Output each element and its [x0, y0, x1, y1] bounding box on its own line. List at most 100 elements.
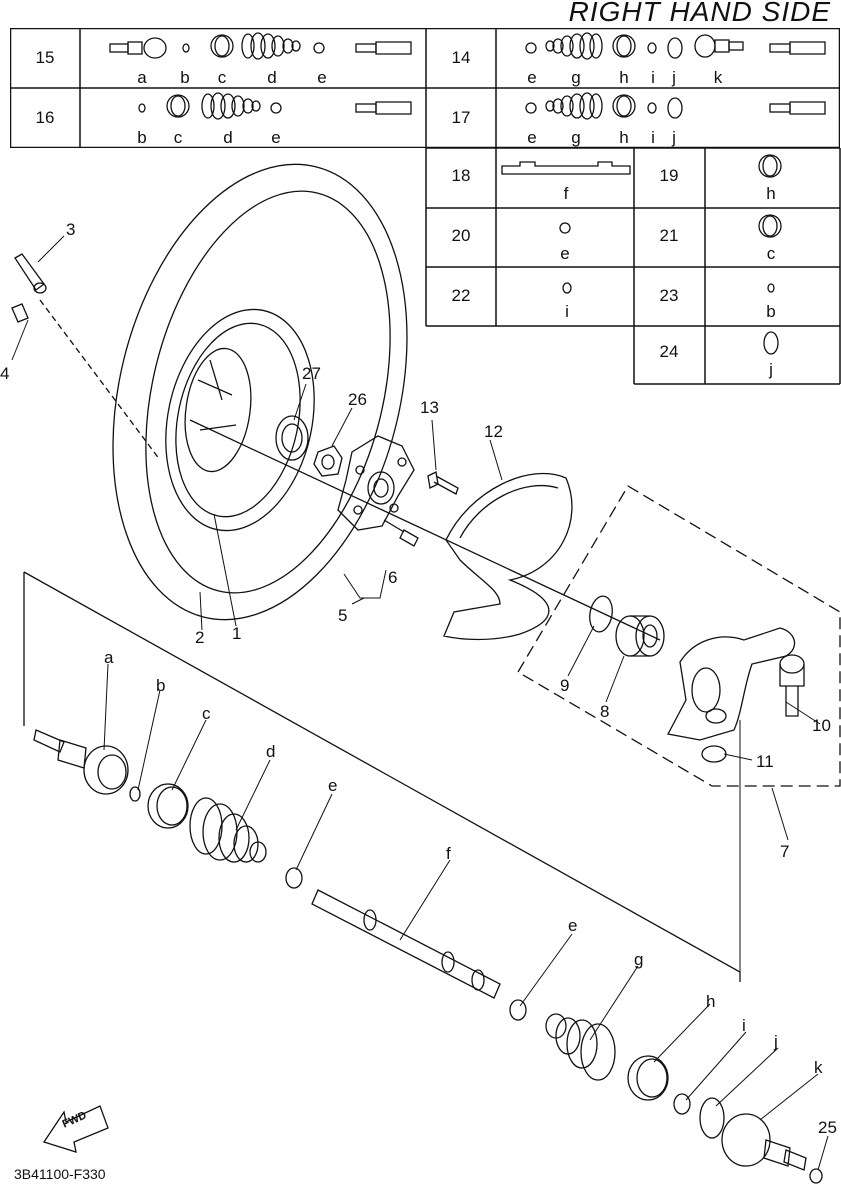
hub-bolt — [427, 471, 459, 495]
callout-label: 12 — [484, 422, 503, 441]
kit-letter: i — [651, 128, 655, 147]
knuckle-circlip — [701, 745, 727, 763]
small-kit-letter: b — [766, 302, 776, 321]
dashed-leader — [39, 299, 161, 461]
knuckle-group-outline — [517, 485, 841, 787]
kit-letter: b — [137, 128, 147, 147]
small-kit-letter: j — [769, 360, 773, 379]
circlip — [589, 595, 613, 633]
kit-letter: g — [571, 128, 581, 147]
callout-label: b — [156, 676, 166, 695]
callout-label: 27 — [302, 364, 321, 383]
kit-icons — [109, 32, 826, 120]
kit-letter: a — [137, 68, 147, 87]
kit-table-grid — [9, 27, 841, 149]
kit-letter: j — [672, 68, 676, 87]
small-kit-letter: i — [565, 302, 569, 321]
kit-letter: e — [317, 68, 327, 87]
small-kit-id: 24 — [659, 342, 679, 361]
kit-row-id: 17 — [451, 108, 471, 127]
callout-label: f — [446, 844, 451, 863]
callout-label: a — [104, 648, 114, 667]
kit-row-id: 16 — [35, 108, 55, 127]
steering-knuckle — [667, 627, 796, 741]
boot-band-large — [627, 1055, 669, 1101]
wheel-hub — [337, 435, 415, 531]
callout-label: 8 — [600, 702, 610, 721]
callout-label: 4 — [0, 364, 10, 383]
small-kit-id: 22 — [451, 286, 471, 305]
small-kit-id: 20 — [451, 226, 471, 245]
driveshaft-assembly-bracket — [23, 571, 741, 982]
kit-letter: i — [651, 68, 655, 87]
callout-label: e — [328, 776, 338, 795]
axle-centre-line — [189, 419, 661, 641]
callout-label: h — [706, 992, 716, 1011]
valve-cap — [11, 303, 29, 323]
small-kit-id: 21 — [659, 226, 679, 245]
callout-label: 26 — [348, 390, 367, 409]
kit-letter: e — [527, 68, 537, 87]
kit-letter: j — [672, 128, 676, 147]
kit-letter: e — [527, 128, 537, 147]
cv-retaining-ring — [699, 1097, 725, 1139]
oil-seal — [275, 415, 309, 461]
cv-boot-inner — [545, 1013, 616, 1081]
kit-letter: h — [619, 68, 629, 87]
cv-clip-ring — [673, 1093, 691, 1115]
callout-label: 1 — [232, 624, 242, 643]
kit-letter: g — [571, 68, 581, 87]
callout-label: j — [774, 1032, 778, 1051]
callout-label: d — [266, 742, 276, 761]
valve-stem — [14, 253, 47, 294]
axle-nut — [313, 445, 343, 477]
small-kit-letter: e — [560, 244, 570, 263]
tire-and-wheel — [112, 163, 408, 621]
callout-label: 10 — [812, 716, 831, 735]
boot-band-small — [509, 999, 527, 1021]
small-kit-letter: h — [766, 184, 776, 203]
outer-cv-joint — [33, 729, 129, 795]
kit-letter: h — [619, 128, 629, 147]
wheel-bearing — [615, 615, 665, 657]
brake-disc-guard — [443, 473, 573, 641]
small-kit-id: 19 — [659, 166, 679, 185]
wheel-stud — [383, 519, 419, 547]
kit-table: 15 14 16 17 a b c d e e g h i j k b c d … — [9, 27, 841, 149]
callout-label: e — [568, 916, 578, 935]
small-kit-grid — [425, 147, 841, 385]
small-kit-icons — [501, 154, 782, 355]
callout-label: 3 — [66, 220, 76, 239]
boot-band-small — [285, 867, 303, 889]
boot-band-large — [147, 783, 189, 829]
kit-letter: d — [267, 68, 277, 87]
kit-letter: k — [713, 68, 723, 87]
small-kit-letter: c — [766, 244, 776, 263]
callout-label: i — [742, 1016, 746, 1035]
callout-label: 2 — [195, 628, 205, 647]
callout-label: 5 — [338, 606, 348, 625]
callout-label: k — [814, 1058, 823, 1077]
callout-label: 7 — [780, 842, 790, 861]
drawing-code: 3B41100-F330 — [14, 1166, 106, 1182]
callout-label: g — [634, 950, 644, 969]
callout-label: 6 — [388, 568, 398, 587]
kit-letter: c — [173, 128, 183, 147]
inner-cv-joint — [721, 1113, 807, 1171]
page-title: RIGHT HAND SIDE — [568, 0, 831, 27]
kit-letter: b — [180, 68, 190, 87]
ball-joint — [779, 654, 805, 717]
small-kit-id: 23 — [659, 286, 679, 305]
small-kit-id: 18 — [451, 166, 471, 185]
callout-label: 25 — [818, 1118, 837, 1137]
cv-boot-outer — [189, 797, 267, 863]
forward-arrow-icon — [42, 1105, 109, 1153]
kit-letter: e — [271, 128, 281, 147]
kit-letter: c — [217, 68, 227, 87]
callout-label: 11 — [756, 752, 774, 771]
callout-label: 9 — [560, 676, 570, 695]
kit-row-id: 15 — [35, 48, 55, 67]
shaft-circlip — [809, 1168, 823, 1184]
kit-row-id: 14 — [451, 48, 471, 67]
